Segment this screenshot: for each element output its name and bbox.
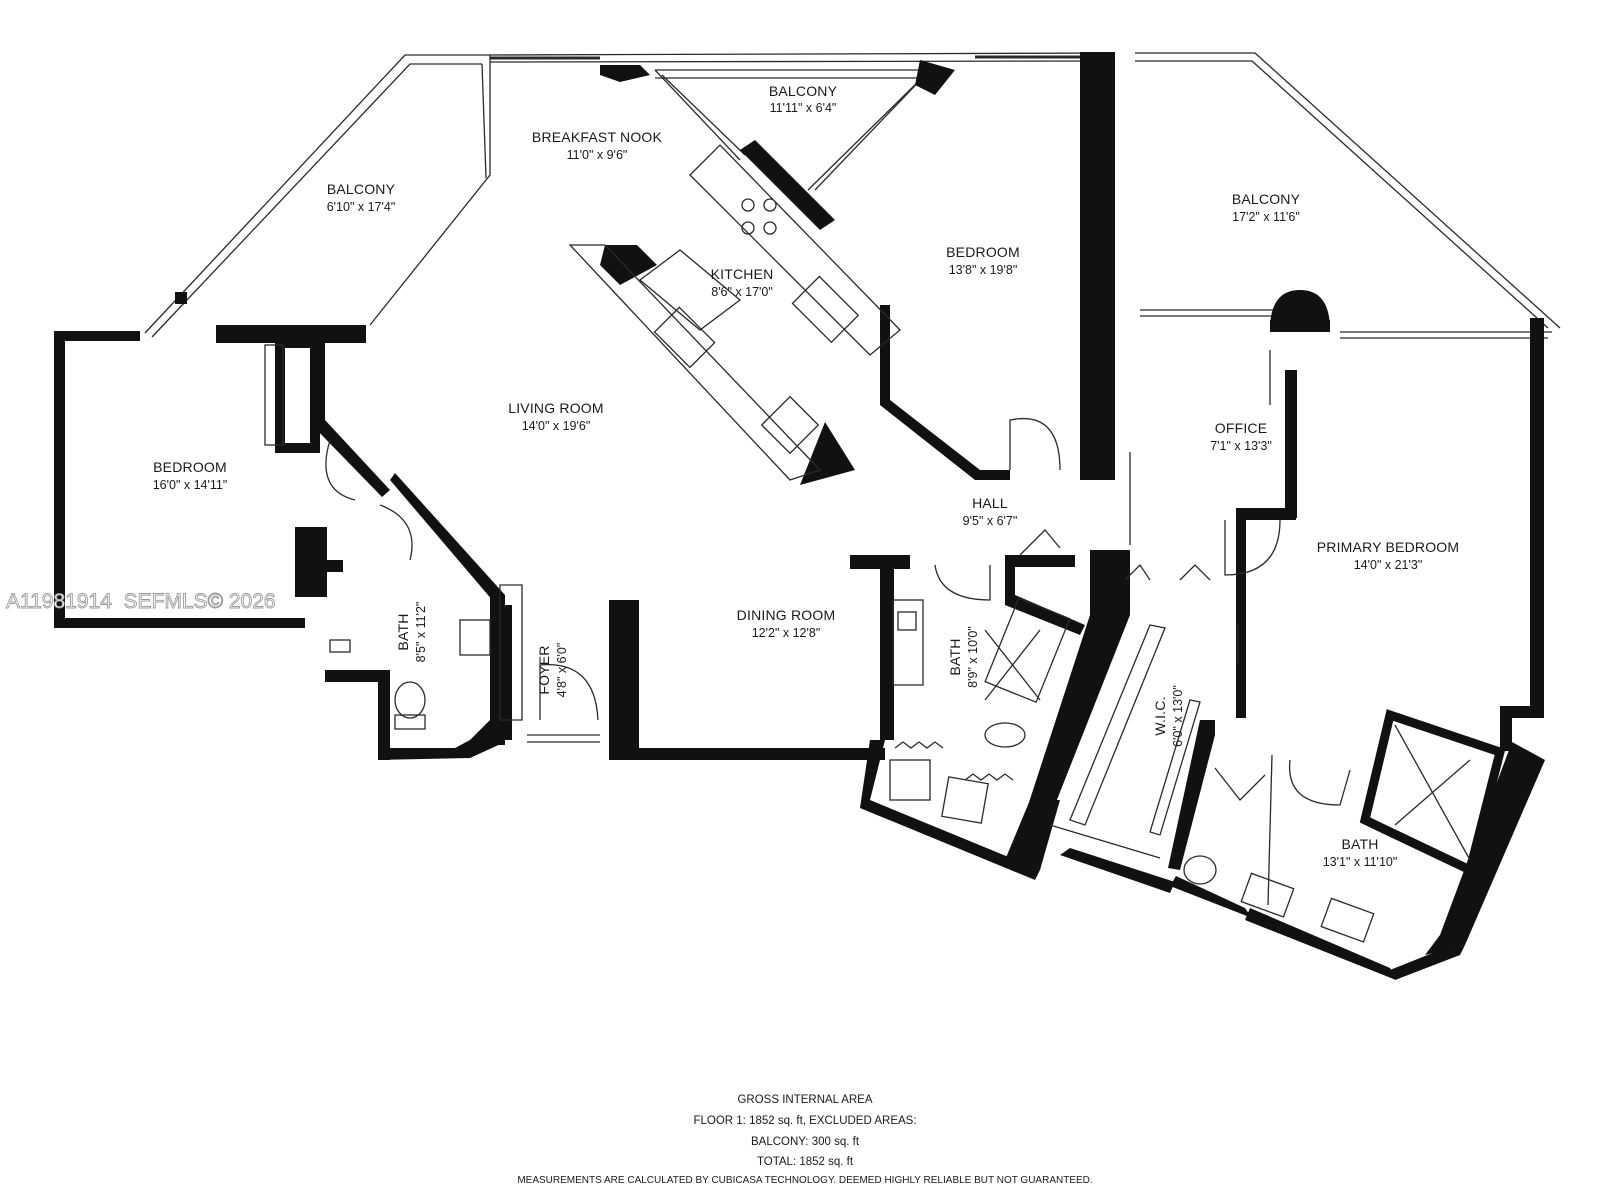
room-dims-primary-bedroom: 14'0" x 21'3"	[1354, 558, 1423, 572]
room-name-primary-bedroom: PRIMARY BEDROOM	[1317, 539, 1460, 555]
room-name-office: OFFICE	[1215, 420, 1268, 436]
room-dims-living-room: 14'0" x 19'6"	[522, 419, 591, 433]
room-dims-kitchen: 8'6" x 17'0"	[711, 285, 773, 299]
room-name-balcony-right: BALCONY	[1232, 191, 1301, 207]
room-name-bedroom-left: BEDROOM	[153, 459, 227, 475]
room-dims-breakfast-nook: 11'0" x 9'6"	[567, 148, 628, 162]
room-dims-bedroom-left: 16'0" x 14'11"	[153, 478, 228, 492]
room-dims-bedroom-top: 13'8" x 19'8"	[949, 263, 1018, 277]
room-name-bedroom-top: BEDROOM	[946, 244, 1020, 260]
room-name-kitchen: KITCHEN	[711, 266, 774, 282]
footer-total: TOTAL: 1852 sq. ft	[757, 1156, 854, 1168]
room-name-bath-primary: BATH	[1341, 836, 1378, 852]
room-dims-bath-left: 8'5" x 11'2"	[414, 602, 428, 663]
room-name-bath-left: BATH	[395, 613, 411, 650]
room-dims-hall: 9'5" x 6'7"	[963, 514, 1018, 528]
room-name-balcony-left: BALCONY	[327, 181, 396, 197]
room-name-foyer: FOYER	[536, 645, 552, 694]
room-name-dining-room: DINING ROOM	[737, 607, 836, 623]
room-dims-balcony-right: 17'2" x 11'6"	[1232, 210, 1300, 224]
room-dims-bath-center: 8'9" x 10'0"	[966, 626, 980, 688]
room-dims-dining-room: 12'2" x 12'8"	[752, 626, 821, 640]
room-dims-wic: 6'0" x 13'0"	[1171, 685, 1185, 747]
room-name-breakfast-nook: BREAKFAST NOOK	[532, 129, 663, 145]
room-name-living-room: LIVING ROOM	[508, 400, 604, 416]
mls-watermark: A11981914 SEFMLS© 2026	[6, 590, 276, 613]
room-name-wic: W.I.C.	[1152, 696, 1168, 735]
area-summary: GROSS INTERNAL AREA FLOOR 1: 1852 sq. ft…	[517, 1094, 1092, 1186]
balcony-outlines	[144, 52, 1561, 339]
footer-balcony: BALCONY: 300 sq. ft	[751, 1136, 860, 1148]
footer-gross-internal-area: GROSS INTERNAL AREA	[737, 1094, 872, 1106]
room-name-hall: HALL	[972, 495, 1008, 511]
room-dims-balcony-left: 6'10" x 17'4"	[327, 200, 396, 214]
room-dims-balcony-top: 11'11" x 6'4"	[770, 101, 837, 115]
footer-disclaimer: MEASUREMENTS ARE CALCULATED BY CUBICASA …	[517, 1175, 1092, 1186]
footer-floor-1: FLOOR 1: 1852 sq. ft, EXCLUDED AREAS:	[693, 1115, 916, 1127]
room-dims-bath-primary: 13'1" x 11'10"	[1323, 855, 1398, 869]
fixtures	[264, 144, 1471, 943]
room-dims-foyer: 4'8" x 6'0"	[555, 643, 569, 698]
room-name-bath-center: BATH	[947, 638, 963, 675]
room-name-balcony-top: BALCONY	[769, 83, 838, 99]
room-dims-office: 7'1" x 13'3"	[1210, 439, 1272, 453]
room-labels: BALCONY 6'10" x 17'4" BREAKFAST NOOK 11'…	[153, 83, 1460, 869]
